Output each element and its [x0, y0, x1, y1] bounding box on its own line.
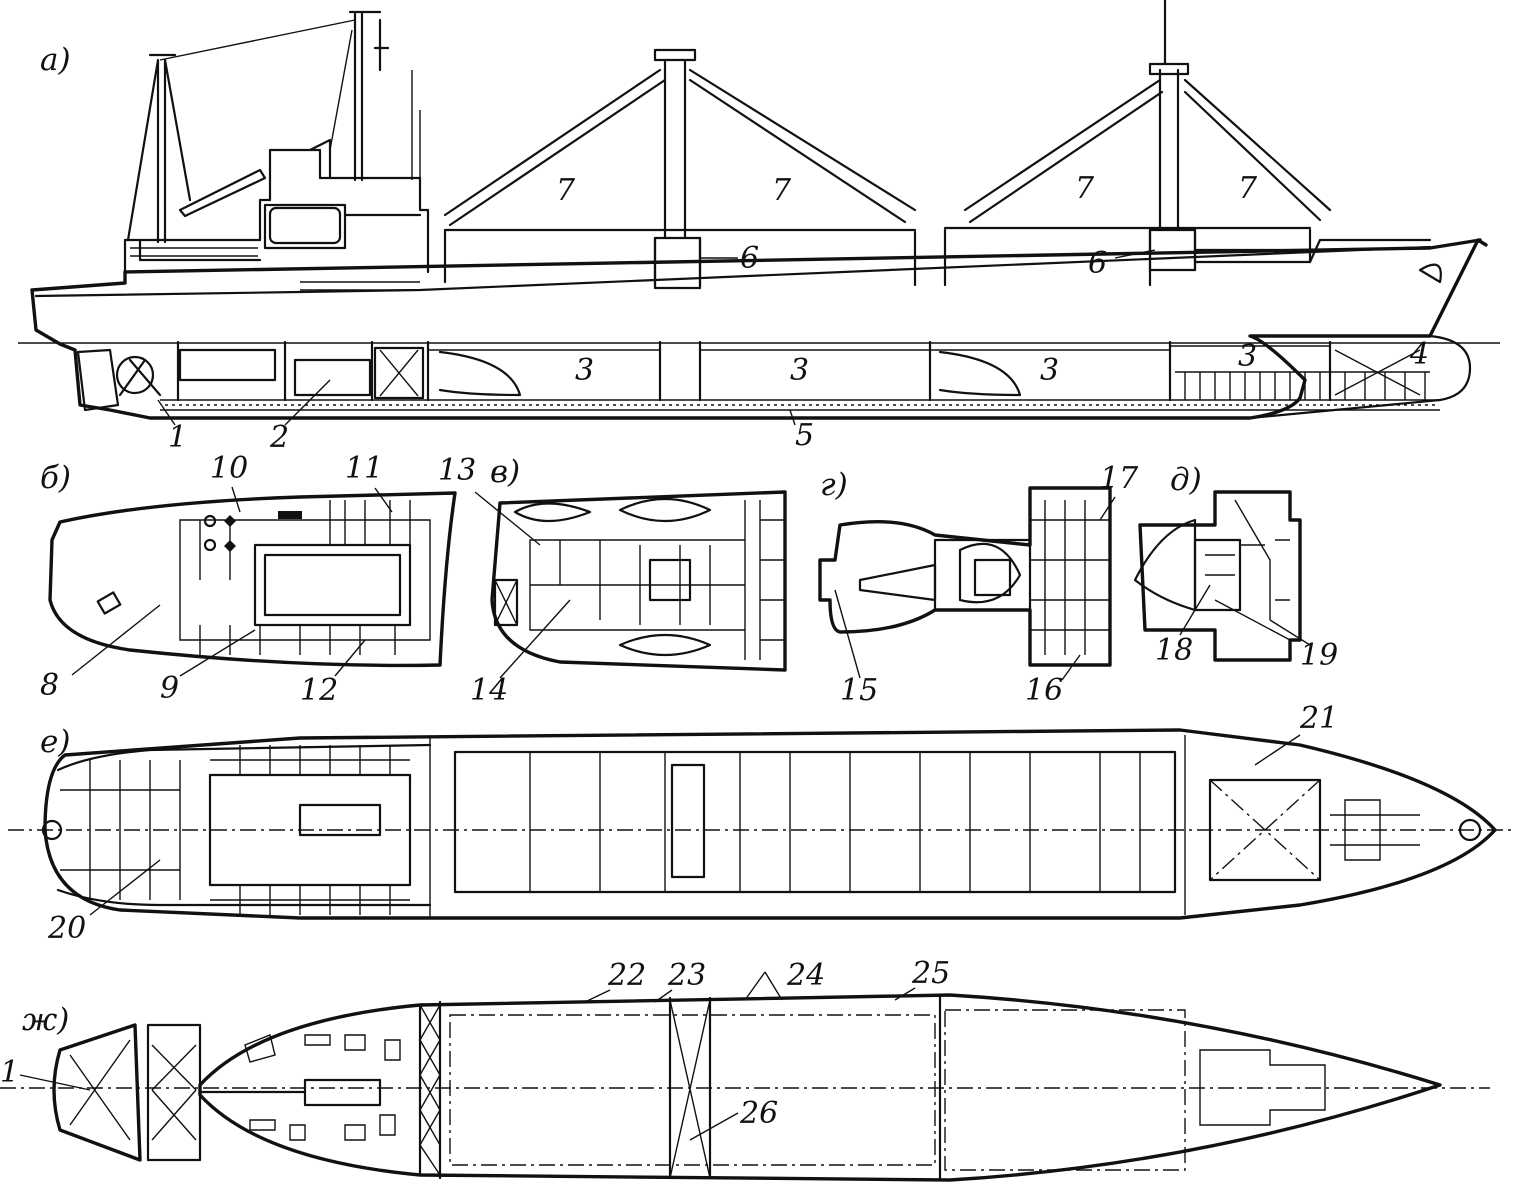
deck-g-outline	[818, 486, 1112, 667]
winch-house-2	[1148, 228, 1197, 272]
label-14: 14	[470, 673, 508, 708]
label-20: 20	[47, 911, 86, 946]
derrick-boom-1b	[688, 68, 917, 224]
hold-1-shape	[438, 350, 522, 397]
deck-plan-d: д) 18 19	[1133, 462, 1338, 673]
label-2: 2	[269, 420, 289, 455]
boat-davit	[178, 168, 267, 218]
label-7b: 7	[772, 173, 792, 208]
aux-machinery-box	[293, 358, 372, 397]
cargo-mast-2	[1148, 0, 1190, 230]
label-3d: 3	[1238, 339, 1257, 374]
label-26: 26	[739, 1096, 778, 1131]
deck-e-outline	[43, 728, 1497, 920]
main-engine-box	[178, 348, 277, 382]
stern-section	[52, 1023, 142, 1162]
label-23: 23	[667, 958, 706, 993]
label-3b: 3	[790, 353, 809, 388]
label-19: 19	[1300, 638, 1338, 673]
bulbous-bow	[1248, 334, 1472, 420]
label-11: 11	[345, 451, 383, 486]
label-3a: 3	[575, 353, 594, 388]
derrick-boom-2a	[963, 78, 1164, 224]
label-3c: 3	[1040, 353, 1059, 388]
section-label-v: в)	[490, 454, 520, 490]
label-18: 18	[1155, 633, 1193, 668]
label-21: 21	[1299, 701, 1338, 736]
derrick-boom-2b	[1183, 78, 1332, 222]
label-1b: 1	[0, 1055, 19, 1090]
section-label-g: г)	[820, 467, 848, 503]
section-label-d: д)	[1170, 462, 1202, 498]
section-label-b: б)	[40, 460, 71, 496]
label-22: 22	[607, 958, 646, 993]
rudder	[76, 348, 120, 412]
accommodation-block	[208, 773, 412, 887]
lifeboat	[268, 206, 342, 245]
hold-plan-zh: ж) 1 22 23 24 25 26	[0, 956, 1490, 1182]
deck-v-outline	[490, 490, 787, 672]
label-6b: 6	[1088, 246, 1107, 281]
deck-plan-b: б) 8 9 10 11 12	[40, 451, 457, 708]
label-9: 9	[160, 671, 179, 706]
label-5: 5	[795, 418, 814, 453]
label-6a: 6	[740, 241, 759, 276]
lifeboat-2	[618, 497, 712, 523]
label-25: 25	[911, 956, 950, 991]
deck-plan-v: в) 13 14	[438, 453, 787, 708]
label-7c: 7	[1075, 171, 1095, 206]
deck-plan-g: г) 15 16 17	[818, 461, 1139, 708]
section-label-a: а)	[40, 42, 71, 78]
label-13: 13	[438, 453, 476, 488]
winch-house-1	[653, 236, 702, 290]
label-4: 4	[1409, 337, 1429, 372]
derrick-boom-1a	[443, 68, 667, 227]
forecastle	[1193, 238, 1432, 264]
label-12: 12	[300, 673, 338, 708]
main-deck-line	[34, 245, 1432, 298]
double-bottom	[160, 399, 1440, 411]
anchor-icon	[1418, 263, 1442, 284]
propeller-icon	[115, 355, 155, 395]
lifeboat-3	[618, 633, 712, 657]
label-7a: 7	[556, 173, 576, 208]
steering-gear-room	[146, 1023, 202, 1162]
label-1: 1	[168, 420, 187, 455]
cargo-hold-outline	[449, 1014, 936, 1166]
shaft-line-machinery	[303, 1078, 382, 1107]
hold-3-shape	[938, 350, 1022, 397]
label-16: 16	[1025, 673, 1063, 708]
superstructure	[123, 138, 430, 274]
funnel-mast	[348, 10, 390, 182]
lifeboat-1	[513, 502, 592, 522]
label-10: 10	[210, 451, 248, 486]
label-8: 8	[40, 668, 59, 703]
fore-peak-frames	[1175, 371, 1430, 400]
label-24: 24	[786, 958, 825, 993]
aft-mast	[126, 53, 192, 244]
deck-b-outline	[48, 491, 457, 668]
label-7d: 7	[1238, 171, 1258, 206]
cargo-mast-1	[653, 48, 697, 240]
deck-plan-e: е) 20 21	[8, 701, 1515, 946]
hold-plan-outline	[198, 993, 1442, 1182]
cargo-hatches	[453, 750, 1177, 894]
bulkheads	[176, 340, 1332, 402]
section-label-zh: ж)	[22, 1002, 69, 1038]
deck-d-outline	[1138, 490, 1302, 662]
engine-casing	[253, 543, 412, 627]
label-17: 17	[1100, 461, 1139, 496]
profile-view: а)	[18, 0, 1500, 455]
label-15: 15	[840, 673, 878, 708]
